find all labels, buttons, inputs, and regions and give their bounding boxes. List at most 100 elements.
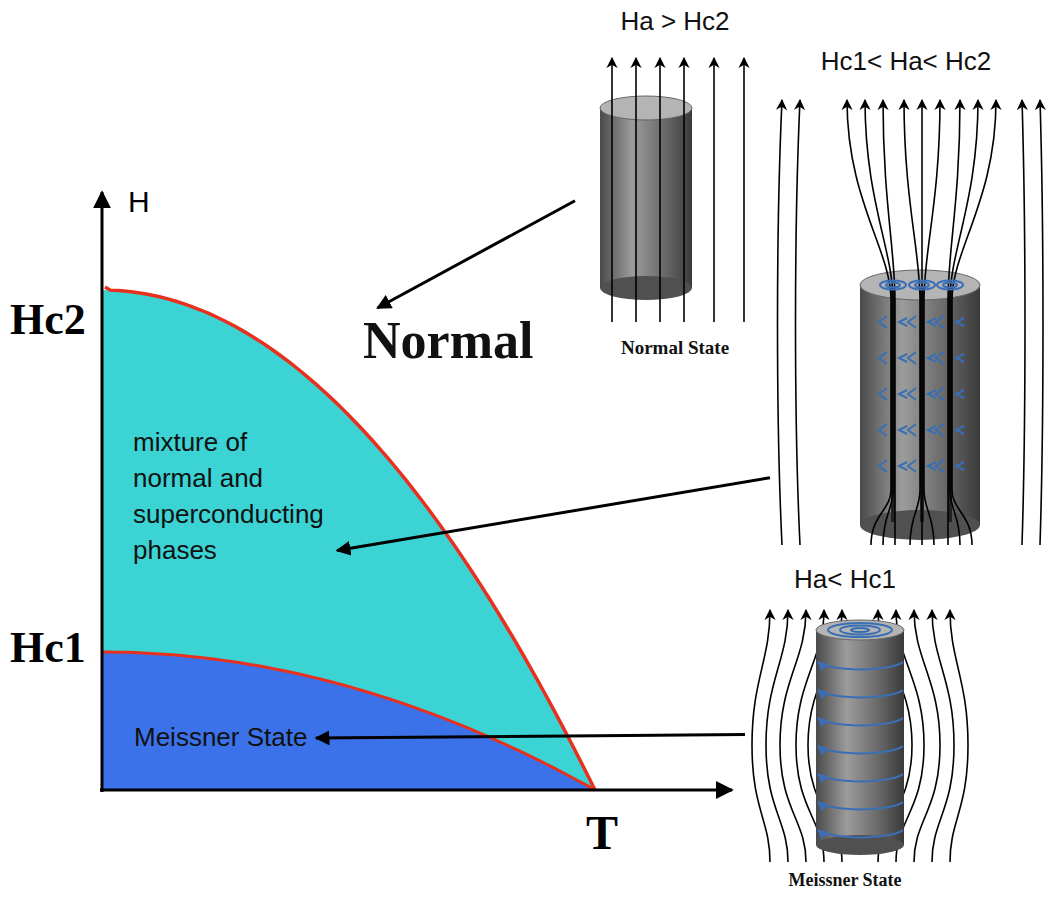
vortex-current [943, 283, 957, 288]
critical-field-label: Hc1 [10, 622, 86, 675]
vortex-current [909, 281, 935, 290]
vortex-current [879, 281, 964, 473]
field-line [865, 100, 893, 545]
vortex-current [908, 352, 916, 364]
field-line [743, 58, 745, 322]
state-caption: Meissner State [788, 870, 901, 892]
vortex-current [908, 424, 916, 436]
hc2-curve [105, 287, 595, 790]
vortex-current [936, 424, 944, 436]
screening-current [851, 628, 869, 632]
region-label: mixture of normal and superconducting ph… [133, 424, 329, 568]
vortex-current [899, 354, 907, 362]
pointer-arrow [337, 478, 770, 551]
meissner-cylinder [816, 620, 904, 855]
vortex-current [879, 352, 887, 364]
field-line [766, 610, 788, 862]
screening-current [818, 802, 903, 809]
hc1-curve [102, 652, 595, 790]
vortex-current [899, 318, 907, 326]
field-line [796, 100, 801, 545]
vortex-current [880, 281, 906, 290]
vortex-current [956, 318, 964, 326]
field-condition-label: Ha< Hc1 [794, 564, 896, 595]
vortex-current [956, 462, 964, 470]
normal-state-illustration: Ha > Hc2Normal State [575, 6, 775, 360]
field-line [778, 100, 783, 545]
screening-current [818, 746, 903, 753]
vortex-current [956, 390, 964, 398]
field-line [904, 100, 920, 545]
vortex-current [879, 460, 887, 472]
field-line [752, 610, 968, 862]
field-line [921, 100, 923, 545]
normal-state-cylinder [600, 108, 692, 288]
field-line [952, 100, 996, 545]
screening-current [818, 623, 903, 837]
pointer-arrow [316, 735, 745, 738]
field-line [950, 100, 978, 545]
vortex-current [937, 281, 963, 290]
vortex-current [899, 462, 907, 470]
field-condition-label: Hc1< Ha< Hc2 [821, 46, 992, 77]
t-axis [100, 789, 732, 792]
field-line [752, 610, 770, 862]
field-line [847, 100, 996, 545]
screening-current [818, 830, 903, 837]
vortex-current [936, 316, 944, 328]
vortex-current [879, 388, 887, 400]
meissner-state-illustration: Ha< Hc1Meissner State [745, 564, 945, 892]
screening-current [818, 662, 903, 669]
normal-state-cylinder [600, 276, 692, 300]
meissner-region [102, 652, 595, 790]
screening-current [818, 718, 903, 725]
field-line [883, 100, 895, 545]
field-line [780, 610, 806, 862]
vortex-current [956, 426, 964, 434]
screening-current [818, 774, 903, 781]
field-line [1022, 100, 1025, 545]
field-line [635, 58, 637, 322]
field-line [950, 610, 968, 862]
mixed-phase-region [102, 290, 595, 790]
axis-label: T [586, 804, 618, 862]
field-line [914, 610, 940, 862]
vortex-current [936, 352, 944, 364]
vortex-current [886, 283, 900, 288]
mixed-region-label: mixture of normal and superconducting ph… [125, 418, 337, 574]
screening-current [828, 623, 892, 637]
field-line [659, 58, 661, 322]
h-axis [101, 192, 104, 792]
normal-state-cylinder [600, 96, 692, 300]
screening-current [818, 690, 903, 697]
field-condition-label: Ha > Hc2 [620, 6, 729, 37]
field-line [1040, 100, 1043, 545]
region-label: Normal [363, 310, 534, 372]
critical-field-label: Hc2 [10, 294, 86, 347]
vortex-current [908, 460, 916, 472]
meissner-cylinder [816, 630, 904, 845]
meissner-region-label: Meissner State [126, 716, 316, 760]
vortex-current [936, 460, 944, 472]
state-caption: Normal State [621, 337, 729, 360]
field-line [713, 58, 715, 322]
field-line [778, 100, 1044, 545]
vortex-current [936, 388, 944, 400]
field-line [932, 610, 954, 862]
meissner-cylinder [816, 620, 904, 640]
normal-region-label: Normal [355, 308, 542, 375]
vortex-current [956, 354, 964, 362]
field-line [611, 58, 613, 322]
vortex-current [899, 390, 907, 398]
pointer-arrow [377, 201, 575, 308]
field-line [683, 58, 685, 322]
vortex-current [915, 283, 929, 288]
screening-current [840, 626, 880, 635]
vortex-current [908, 388, 916, 400]
region-label: Meissner State [134, 722, 308, 753]
mixed-state-illustration: Hc1< Ha< Hc2 [770, 46, 1042, 548]
field-line [612, 58, 744, 322]
normal-state-cylinder [600, 96, 692, 120]
vortex-current [908, 316, 916, 328]
